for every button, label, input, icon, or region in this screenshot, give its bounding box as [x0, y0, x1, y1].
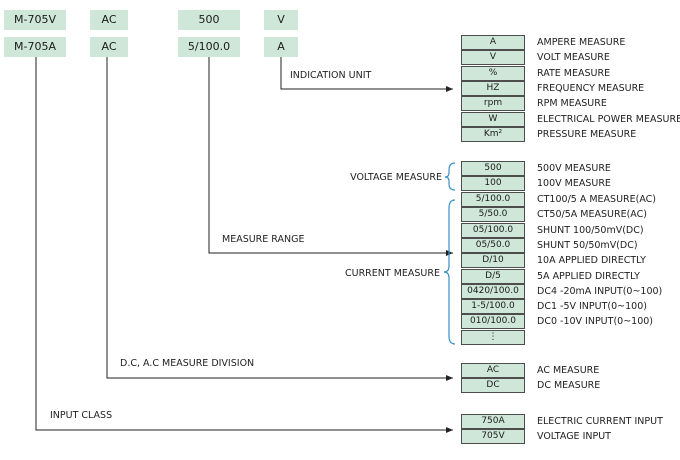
label-voltage-measure: VOLTAGE MEASURE: [350, 172, 442, 183]
unit-code-cell: %: [461, 65, 525, 81]
current-code-cell: 5/100.0: [461, 192, 525, 207]
current-desc: 5A APPLIED DIRECTLY: [537, 270, 640, 282]
acdc-code-cell: DC: [461, 378, 525, 394]
header-code-unit-2: A: [264, 37, 298, 57]
header-code-ac-2: AC: [90, 37, 128, 57]
label-current-measure: CURRENT MEASURE: [344, 268, 440, 279]
current-code-cell: 0420/100.0: [461, 283, 525, 299]
brace-current: [443, 199, 456, 345]
unit-desc: RPM MEASURE: [537, 98, 607, 110]
unit-desc: FREQUENCY MEASURE: [537, 82, 645, 94]
voltage-code-cell: 100: [461, 176, 525, 192]
current-code-cell: D/10: [461, 253, 525, 269]
connector-measure-range: [208, 57, 453, 256]
current-desc: CT50/5A MEASURE(AC): [537, 209, 647, 221]
connector-acdc-division: [106, 57, 453, 381]
label-dc-ac-division: D.C, A.C MEASURE DIVISION: [120, 358, 255, 369]
unit-desc: PRESSURE MEASURE: [537, 128, 637, 140]
unit-code-cell: W: [461, 111, 525, 127]
current-desc: SHUNT 100/50mV(DC): [537, 224, 644, 236]
acdc-desc: AC MEASURE: [537, 365, 600, 376]
acdc-desc: DC MEASURE: [537, 380, 601, 392]
current-code-cell: 010/100.0: [461, 314, 525, 330]
unit-desc: RATE MEASURE: [537, 67, 611, 79]
current-code-cell: 05/50.0: [461, 237, 525, 253]
connector-indication-unit: [280, 57, 453, 92]
header-code-range-2: 5/100.0: [178, 37, 240, 57]
current-code-cell: ⋮: [461, 329, 525, 345]
current-desc: SHUNT 50/50mV(DC): [537, 239, 638, 251]
unit-code-cell: A: [461, 35, 525, 50]
current-code-cell: 5/50.0: [461, 207, 525, 223]
current-code-cell: 05/100.0: [461, 222, 525, 238]
label-indication-unit: INDICATION UNIT: [290, 70, 372, 81]
current-desc: DC0 -10V INPUT(0~100): [537, 316, 653, 328]
input-class-code-cell: 705V: [461, 429, 525, 445]
input-class-desc: VOLTAGE INPUT: [537, 431, 611, 443]
acdc-code-cell: AC: [461, 363, 525, 378]
voltage-desc: 500V MEASURE: [537, 163, 611, 174]
header-code-ac-1: AC: [90, 10, 128, 30]
header-code-model-a: M-705A: [4, 37, 66, 57]
current-desc: 10A APPLIED DIRECTLY: [537, 255, 646, 267]
unit-code-cell: HZ: [461, 80, 525, 96]
unit-code-cell: Km²: [461, 126, 525, 142]
label-measure-range: MEASURE RANGE: [222, 234, 305, 245]
input-class-desc: ELECTRIC CURRENT INPUT: [537, 416, 663, 427]
unit-desc: AMPERE MEASURE: [537, 37, 626, 48]
current-desc: DC4 -20mA INPUT(0~100): [537, 285, 663, 297]
current-code-cell: D/5: [461, 268, 525, 284]
header-code-model-v: M-705V: [4, 10, 66, 30]
unit-code-cell: V: [461, 50, 525, 66]
current-desc: CT100/5 A MEASURE(AC): [537, 194, 657, 205]
connector-input-class: [35, 57, 453, 433]
header-code-range-1: 500: [178, 10, 240, 30]
input-class-code-cell: 750A: [461, 414, 525, 429]
unit-desc: VOLT MEASURE: [537, 52, 610, 64]
voltage-code-cell: 500: [461, 161, 525, 176]
current-code-cell: 1-5/100.0: [461, 299, 525, 315]
header-code-unit-1: V: [264, 10, 298, 30]
voltage-desc: 100V MEASURE: [537, 178, 611, 190]
current-desc: DC1 -5V INPUT(0~100): [537, 301, 647, 313]
label-input-class: INPUT CLASS: [50, 410, 113, 421]
unit-code-cell: rpm: [461, 96, 525, 112]
unit-desc: ELECTRICAL POWER MEASURE: [537, 113, 680, 125]
brace-voltage: [444, 162, 456, 191]
